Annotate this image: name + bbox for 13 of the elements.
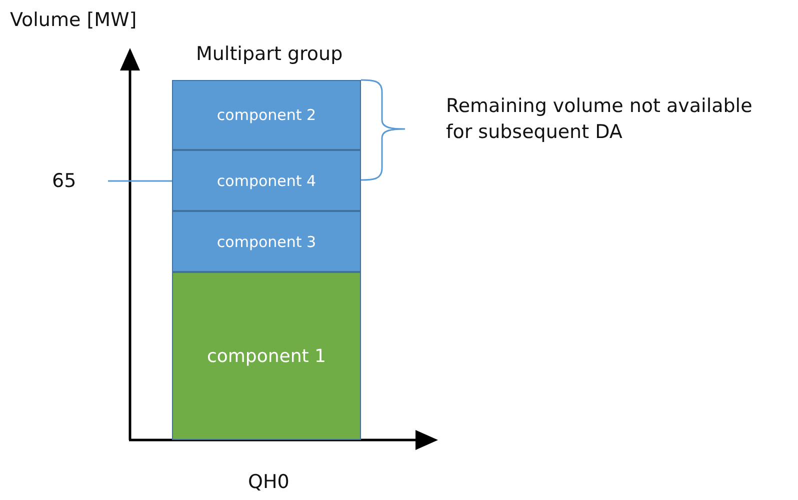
tick-label: 65: [52, 169, 76, 194]
bar-segment: [172, 80, 361, 150]
segment-label: component 2: [216, 106, 316, 124]
segment-label: component 4: [216, 172, 316, 190]
annotation-text: Remaining volume not available for subsequent DA: [446, 94, 754, 145]
segment-label: component 3: [216, 232, 316, 250]
bar-segment: [172, 211, 361, 272]
axis-title: Volume [MW]: [10, 8, 137, 33]
axis-label: QH0: [248, 470, 290, 495]
bar-segment: [172, 150, 361, 211]
group-title: Multipart group: [196, 42, 343, 67]
segment-label: component 1: [206, 346, 326, 366]
bar-segment: [172, 272, 361, 440]
